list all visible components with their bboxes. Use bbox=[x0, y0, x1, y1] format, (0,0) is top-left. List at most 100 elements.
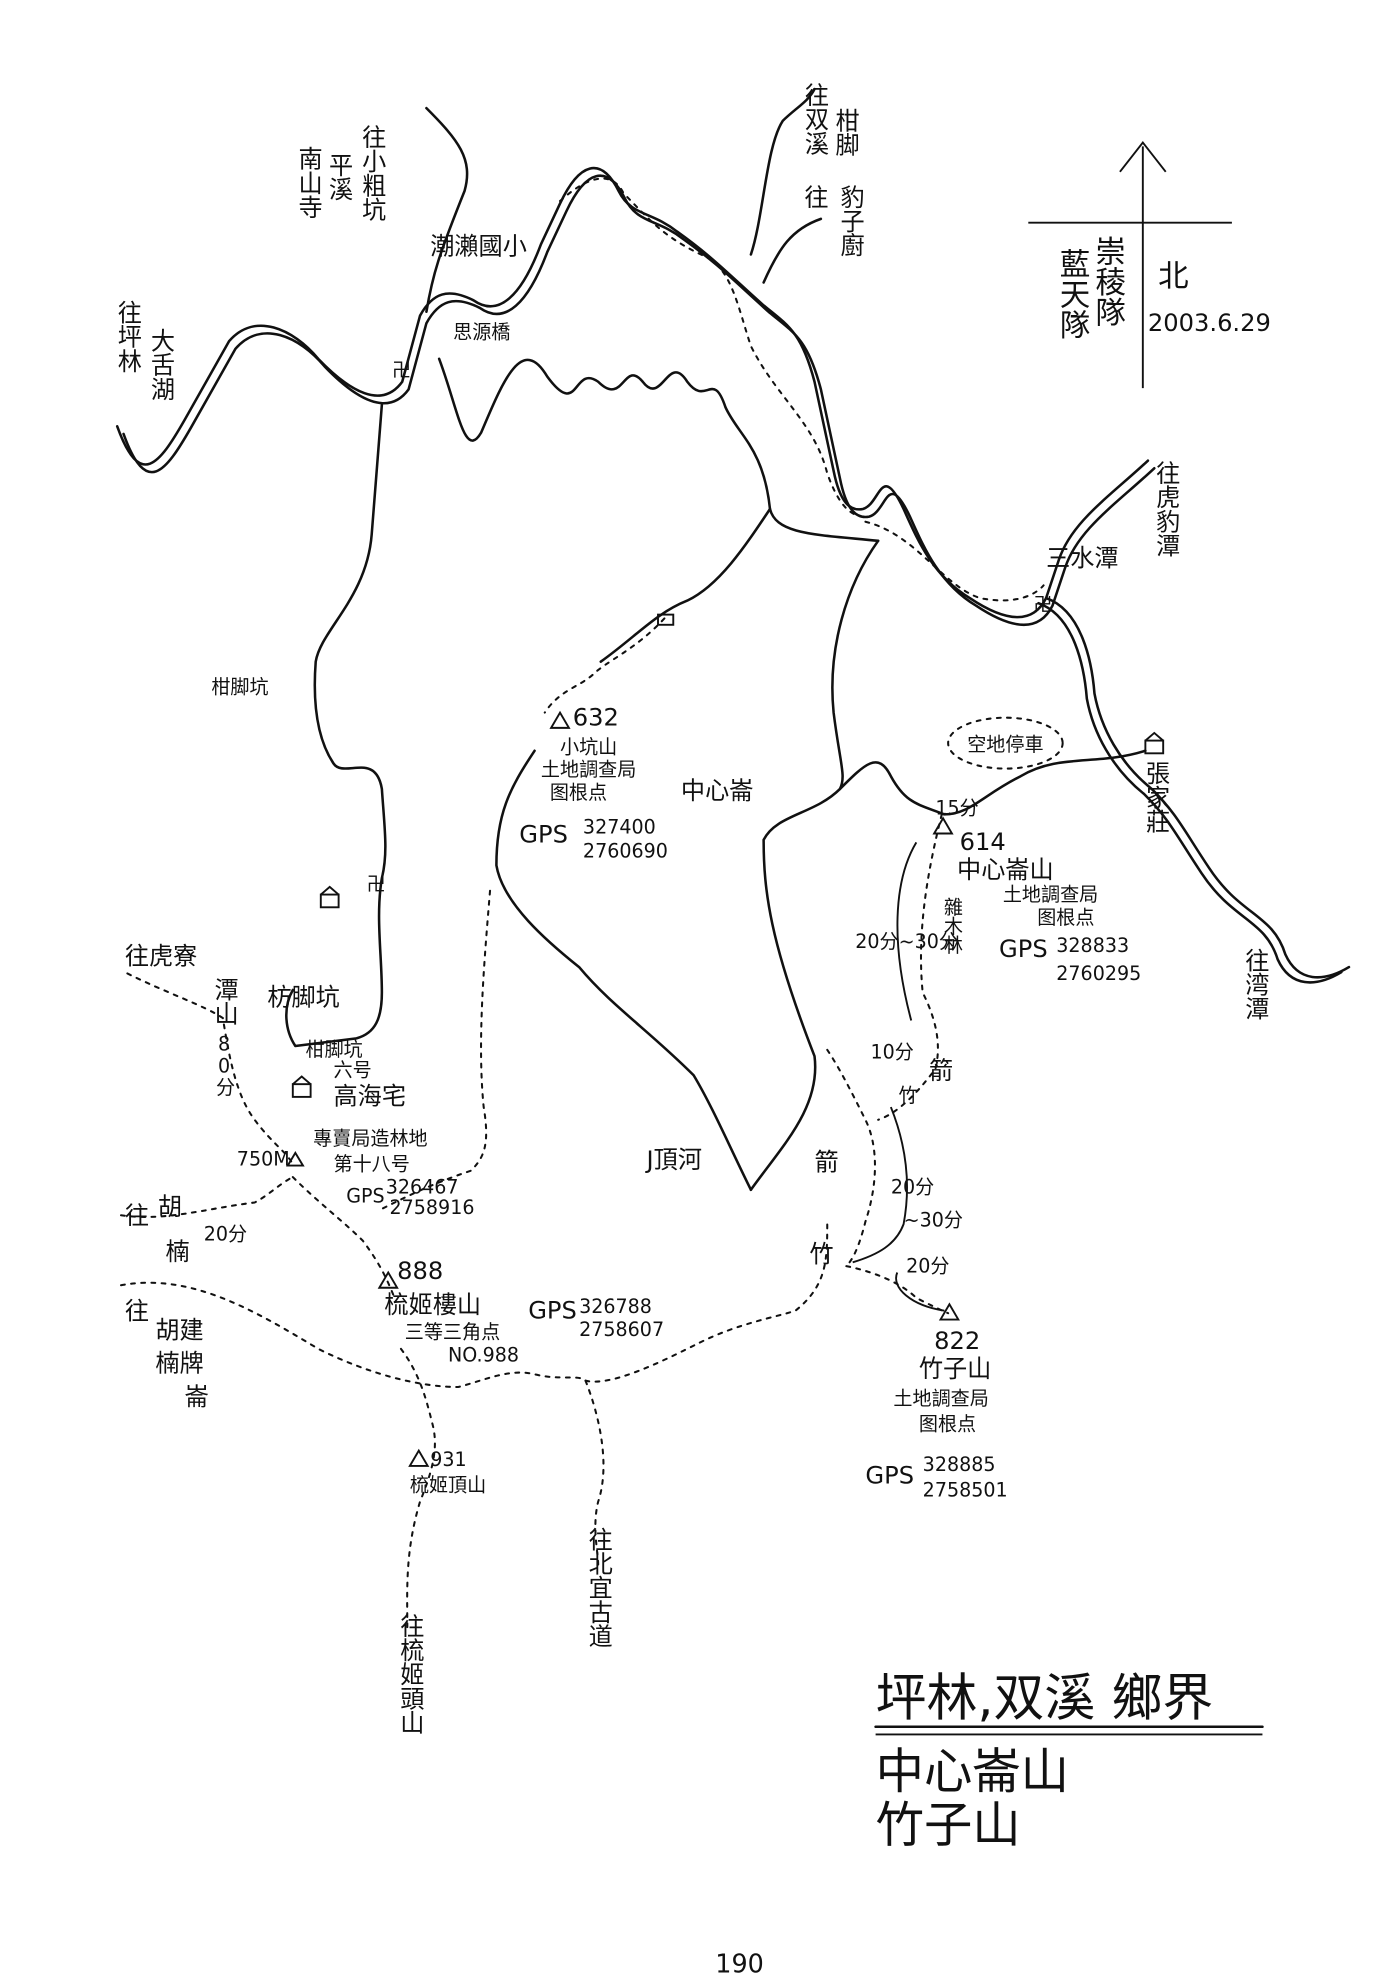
place-gaohaizhai: 高海宅 bbox=[334, 1083, 406, 1111]
peak-632-elev: 632 bbox=[573, 703, 619, 731]
dir-xiaocukeng: 往小粗坑 bbox=[358, 125, 386, 222]
peak-triangle-icon bbox=[938, 1302, 960, 1321]
time-15: 15分 bbox=[935, 797, 978, 819]
bamboo-label: 竹 bbox=[809, 1240, 833, 1268]
dir-shuangxi: 往双溪 bbox=[801, 83, 829, 156]
dir-hubaotan: 往虎豹潭 bbox=[1152, 461, 1180, 558]
place-bridge: 思源橋 bbox=[453, 321, 510, 343]
dir-hujian-2: 楠牌 bbox=[155, 1350, 203, 1378]
ridge-lines bbox=[285, 87, 1147, 1312]
dir-shujitou: 往梳姬頭山 bbox=[396, 1614, 424, 1735]
peak-632-name: 小坑山 bbox=[560, 736, 617, 758]
time-20-30: 20分~30分 bbox=[855, 931, 958, 953]
north-label: 北 bbox=[1158, 259, 1189, 294]
peak-632-gps1: 327400 bbox=[583, 816, 656, 838]
dir-hunan-1: 胡 bbox=[158, 1193, 182, 1221]
dir-pinglin: 往坪林 bbox=[113, 300, 141, 373]
elev-750: 750M bbox=[237, 1149, 290, 1171]
dir-pingxi: 平溪 bbox=[325, 153, 353, 201]
peak-632-type: 图根点 bbox=[550, 782, 607, 804]
peak-822-name: 竹子山 bbox=[919, 1355, 991, 1383]
time-10: 10分 bbox=[871, 1042, 914, 1064]
peak-triangle-icon bbox=[549, 710, 571, 729]
peak-triangle-icon bbox=[286, 1151, 305, 1167]
dir-nanshansi: 南山寺 bbox=[294, 146, 322, 219]
place-no6-1: 柑脚坑 bbox=[306, 1039, 363, 1061]
map-title: 坪林,双溪 鄉界 bbox=[876, 1669, 1214, 1728]
peak-614-gps-label: GPS bbox=[999, 935, 1048, 963]
peak-822-agency: 土地調查局 bbox=[893, 1388, 988, 1410]
gps-750-1: 326467 bbox=[386, 1177, 459, 1199]
place-forest-1: 專賣局造林地 bbox=[313, 1128, 427, 1150]
map-subtitle-2: 竹子山 bbox=[876, 1797, 1021, 1853]
peak-931-name: 梳姬頂山 bbox=[410, 1474, 486, 1496]
place-school: 潮瀨國小 bbox=[430, 232, 527, 260]
dir-hujian-1: 胡建 bbox=[155, 1317, 203, 1345]
temple-icon: 卍 bbox=[367, 874, 386, 896]
map-date: 2003.6.29 bbox=[1148, 309, 1271, 337]
page-number: 190 bbox=[715, 1948, 764, 1978]
bamboo-label: 箭 bbox=[815, 1149, 839, 1177]
house-icon bbox=[1144, 731, 1165, 755]
peak-888-name: 梳姬樓山 bbox=[384, 1291, 481, 1319]
dir-baozichu: 豹子廚 bbox=[836, 185, 864, 258]
peak-888-no: NO.988 bbox=[448, 1345, 519, 1367]
peak-614-gps2: 2760295 bbox=[1056, 963, 1141, 985]
place-fangjiaokeng: 枋脚坑 bbox=[267, 983, 339, 1011]
dir-huliaotan: 潭山 bbox=[210, 977, 238, 1025]
peak-888-gps1: 326788 bbox=[579, 1296, 652, 1318]
dir-hunan-time: 20分 bbox=[204, 1224, 247, 1246]
team-lantian: 藍天隊 bbox=[1054, 248, 1089, 340]
peak-888-type: 三等三角点 bbox=[405, 1322, 500, 1344]
parking-area bbox=[947, 716, 1064, 770]
peak-822-type: 图根点 bbox=[919, 1413, 976, 1435]
time-20c: 20分 bbox=[906, 1255, 949, 1277]
temple-icon: 卍 bbox=[392, 360, 411, 382]
house-icon bbox=[291, 1075, 312, 1098]
peak-triangle-icon bbox=[408, 1448, 430, 1467]
river bbox=[115, 166, 1351, 984]
dir-hujian-to: 往 bbox=[125, 1298, 149, 1326]
trails bbox=[119, 177, 1064, 1630]
north-arrow bbox=[1028, 140, 1232, 389]
team-chongleng: 崇稜隊 bbox=[1090, 235, 1125, 327]
map-subtitle-1: 中心崙山 bbox=[876, 1744, 1069, 1800]
house-icon bbox=[319, 885, 340, 909]
dir-hunan-to: 往 bbox=[125, 1202, 149, 1230]
house-icon bbox=[657, 613, 675, 626]
peak-632-agency: 土地調查局 bbox=[541, 759, 636, 781]
dir-hujian-3: 崙 bbox=[185, 1383, 209, 1411]
peak-822-gps2: 2758501 bbox=[923, 1479, 1008, 1501]
peak-822-elev: 822 bbox=[934, 1327, 980, 1355]
place-parking: 空地停車 bbox=[967, 734, 1043, 756]
peak-888-elev: 888 bbox=[397, 1257, 443, 1285]
dir-hunan-2: 楠 bbox=[166, 1238, 190, 1266]
place-no6-2: 六号 bbox=[334, 1060, 372, 1082]
peak-632-gps-label: GPS bbox=[519, 820, 568, 848]
dir-huliaotan-to: 往虎寮 bbox=[125, 943, 197, 971]
place-ganjiaokeng: 柑脚坑 bbox=[211, 677, 268, 699]
place-dinghe: J頂河 bbox=[645, 1146, 702, 1174]
time-30b: ~30分 bbox=[904, 1210, 963, 1232]
peak-822-gps1: 328885 bbox=[923, 1454, 996, 1476]
place-forest-2: 第十八号 bbox=[334, 1154, 410, 1176]
place-zhangjiazhuang: 張家莊 bbox=[1142, 761, 1170, 834]
peak-triangle-icon bbox=[377, 1270, 399, 1289]
bamboo-label: 竹 bbox=[899, 1085, 918, 1107]
place-sanshuitan: 三水潭 bbox=[1046, 544, 1118, 572]
dir-beiyi: 往北宜古道 bbox=[584, 1527, 612, 1648]
bamboo-label: 箭 bbox=[929, 1057, 953, 1085]
temple-icon: 卍 bbox=[1033, 594, 1052, 616]
peak-614-elev: 614 bbox=[960, 828, 1006, 856]
peak-614-agency: 土地調查局 bbox=[1003, 884, 1098, 906]
peak-614-gps1: 328833 bbox=[1056, 935, 1129, 957]
dir-huliaotan-time: 80分 bbox=[213, 1033, 235, 1096]
peak-931-elev: 931 bbox=[430, 1449, 466, 1471]
peak-888-gps-label: GPS bbox=[528, 1296, 577, 1324]
peak-614-type: 图根点 bbox=[1037, 907, 1094, 929]
peak-822-gps-label: GPS bbox=[865, 1462, 914, 1490]
gps-750-label: GPS bbox=[346, 1186, 384, 1208]
peak-888-gps2: 2758607 bbox=[579, 1319, 664, 1341]
dir-dashehu: 大舌湖 bbox=[146, 328, 174, 401]
